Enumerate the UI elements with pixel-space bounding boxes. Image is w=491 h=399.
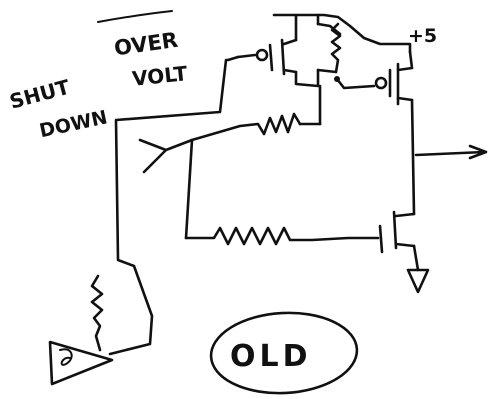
output-arrow [410,98,488,216]
label-down: DOWN [37,106,109,142]
label-supply: +5 [408,25,437,47]
nmos-transistor [378,210,416,254]
led-diode [48,340,114,386]
label-group: OVER SHUT VOLT DOWN +5 [7,10,437,142]
old-stamp: OLD [209,311,359,395]
label-shut: SHUT [7,75,73,114]
pmos-transistor-right [335,50,414,106]
label-old: OLD [230,339,312,374]
bias-resistor [184,226,380,246]
overbar-line [97,10,173,23]
supply-rail [272,13,412,54]
ground-symbol [406,244,430,294]
feedback-resistor [190,112,322,142]
pmos-transistor-left [236,38,298,76]
label-volt: VOLT [131,61,189,91]
shutdown-line [108,55,240,356]
led-resistor [90,274,104,352]
input-arrow [138,138,194,240]
pull-up-resistor [294,22,342,126]
label-over: OVER [113,28,180,61]
